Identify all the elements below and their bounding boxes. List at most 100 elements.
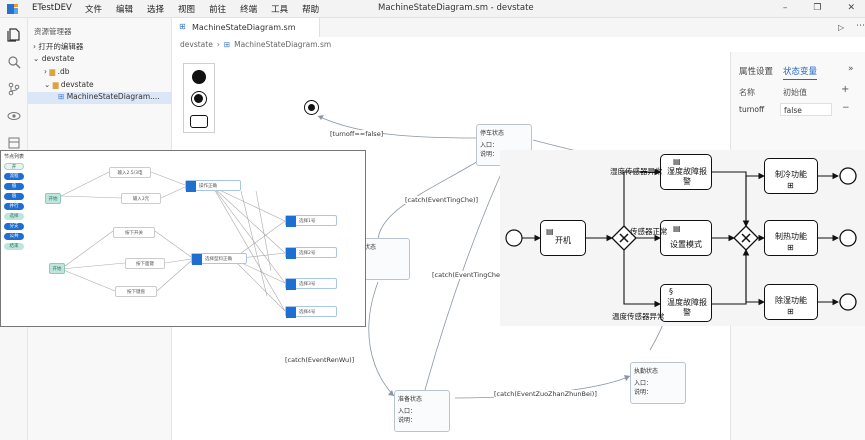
flow-note-node[interactable]: 按下开关 bbox=[113, 227, 155, 238]
state-node-duty[interactable]: 执勤状态 入口： 说明： bbox=[630, 362, 686, 404]
menu-tools[interactable]: 工具 bbox=[271, 5, 289, 15]
transition-label[interactable]: [turnoff==false] bbox=[330, 130, 384, 138]
search-icon[interactable] bbox=[7, 55, 21, 69]
bpmn-edges bbox=[505, 167, 857, 311]
palette-item[interactable]: 值 bbox=[4, 183, 24, 190]
table-icon: ▤ bbox=[673, 157, 681, 166]
extensions-icon[interactable] bbox=[7, 136, 21, 150]
breadcrumb-file[interactable]: MachineStateDiagram.sm bbox=[234, 40, 332, 49]
menu-help[interactable]: 帮助 bbox=[302, 5, 320, 15]
menu-select[interactable]: 选择 bbox=[147, 5, 165, 15]
palette-item[interactable]: 流程 bbox=[4, 173, 24, 180]
state-title: 执勤状态 bbox=[634, 368, 659, 375]
palette-item[interactable]: 并行 bbox=[4, 203, 24, 210]
explorer-title: 资源管理器 bbox=[34, 27, 72, 36]
bpmn-subprocess-heating[interactable]: 制热功能 ⊞ bbox=[764, 220, 818, 256]
bpmn-subprocess-dehumidify[interactable]: 除湿功能 ⊞ bbox=[764, 284, 818, 320]
flow-note-node[interactable]: 输入2.5/3电 bbox=[109, 167, 151, 178]
state-desc: 说明： bbox=[480, 151, 499, 158]
menu-view[interactable]: 视图 bbox=[178, 5, 196, 15]
file-machine-state-diagram[interactable]: ⊞ MachineStateDiagram.... bbox=[28, 92, 171, 104]
transition-label[interactable]: [catch(EventTingChe) bbox=[432, 271, 503, 279]
title-bar: ETestDEV 文件 编辑 选择 视图 前往 终端 工具 帮助 Machine… bbox=[0, 0, 865, 18]
menu-file[interactable]: 文件 bbox=[85, 5, 103, 15]
breadcrumb-folder[interactable]: devstate bbox=[180, 40, 213, 49]
state-node-ready[interactable]: 准备状态 入口： 说明： bbox=[394, 390, 450, 432]
bpmn-task-humidity-alarm[interactable]: ▤ 湿度故障报警 bbox=[660, 154, 712, 190]
state-desc: 说明： bbox=[398, 417, 417, 424]
tab-property-settings[interactable]: 属性设置 bbox=[739, 67, 774, 77]
palette-item[interactable]: 分支 bbox=[4, 223, 24, 230]
menu-go[interactable]: 前往 bbox=[209, 5, 227, 15]
menu-edit[interactable]: 编辑 bbox=[116, 5, 134, 15]
collapse-panel-icon[interactable]: » bbox=[848, 64, 854, 74]
close-icon[interactable]: ✕ bbox=[847, 3, 855, 13]
flow-note-node[interactable]: 输入3元 bbox=[121, 193, 161, 204]
expand-subprocess-icon[interactable]: ⊞ bbox=[787, 181, 794, 190]
palette-item[interactable]: 值 bbox=[4, 193, 24, 200]
folder-root-label: devstate bbox=[41, 54, 75, 63]
bpmn-task-set-mode[interactable]: ▤ 设置模式 bbox=[660, 220, 712, 256]
expand-subprocess-icon[interactable]: ⊞ bbox=[787, 243, 794, 252]
bpmn-task-power-on[interactable]: ▤ 开机 bbox=[540, 220, 586, 256]
files-icon[interactable] bbox=[7, 28, 21, 42]
flow-output-node[interactable]: 选择1号 bbox=[285, 215, 337, 227]
more-actions-icon[interactable]: ⋯ bbox=[856, 21, 865, 31]
bpmn-end-event[interactable] bbox=[839, 167, 857, 185]
flow-action-node[interactable]: 操作正确 bbox=[185, 180, 241, 192]
add-variable-icon[interactable]: + bbox=[841, 84, 850, 95]
flow-output-node[interactable]: 选择3号 bbox=[285, 278, 337, 290]
bpmn-end-event[interactable] bbox=[839, 293, 857, 311]
remove-variable-icon[interactable]: − bbox=[842, 103, 850, 113]
variable-value-field[interactable]: false bbox=[780, 103, 832, 116]
flow-note-node[interactable]: 按下面键 bbox=[125, 258, 165, 269]
initial-state-tool[interactable] bbox=[192, 70, 206, 84]
flow-start-node[interactable]: 开始 bbox=[49, 263, 65, 274]
minimize-icon[interactable]: – bbox=[782, 3, 788, 13]
transition-label[interactable]: [catch(EventTingChe)] bbox=[405, 196, 479, 204]
flow-output-node[interactable]: 选择4号 bbox=[285, 306, 337, 318]
transition-label[interactable]: [catch(EventZuoZhanZhunBei)] bbox=[494, 390, 597, 398]
eye-icon[interactable] bbox=[7, 109, 21, 123]
bpmn-end-event[interactable] bbox=[839, 229, 857, 247]
menu-bar: 文件 编辑 选择 视图 前往 终端 工具 帮助 bbox=[85, 3, 319, 15]
table-icon: ▤ bbox=[673, 224, 681, 233]
folder-devstate[interactable]: ⌄ ▆ devstate bbox=[44, 80, 94, 92]
folder-root[interactable]: ⌄ devstate bbox=[33, 54, 75, 66]
bpmn-task-label: 除湿功能 bbox=[775, 296, 807, 305]
state-title: 停车状态 bbox=[480, 130, 505, 137]
bpmn-start-event[interactable] bbox=[505, 229, 523, 247]
final-state-tool[interactable] bbox=[191, 91, 207, 107]
flow-output-node[interactable]: 选择2号 bbox=[285, 247, 337, 259]
bpmn-exclusive-gateway[interactable] bbox=[611, 225, 637, 251]
flow-note-node[interactable]: 按下键盘 bbox=[115, 286, 157, 297]
state-title: …状态 bbox=[358, 244, 377, 251]
variable-name-field[interactable]: turnoff bbox=[739, 105, 765, 114]
open-editors-section[interactable]: › 打开的编辑器 bbox=[33, 41, 83, 53]
flow-action-node[interactable]: 选择型料正确 bbox=[191, 253, 247, 265]
bpmn-subprocess-cooling[interactable]: 制冷功能 ⊞ bbox=[764, 158, 818, 194]
diagram-toolbox bbox=[183, 63, 215, 133]
menu-terminal[interactable]: 终端 bbox=[240, 5, 258, 15]
palette-item[interactable]: 选择 bbox=[4, 213, 24, 220]
tab-label: MachineStateDiagram.sm bbox=[192, 23, 296, 32]
flow-start-node[interactable]: 开始 bbox=[45, 193, 61, 204]
source-control-icon[interactable] bbox=[7, 82, 21, 96]
bpmn-task-temperature-alarm[interactable]: § 温度故障报警 bbox=[660, 284, 712, 322]
bpmn-exclusive-gateway[interactable] bbox=[733, 225, 759, 251]
state-tool[interactable] bbox=[190, 115, 208, 128]
final-state-node[interactable] bbox=[304, 100, 319, 115]
app-name: ETestDEV bbox=[32, 3, 72, 13]
state-entry: 入口： bbox=[634, 380, 653, 387]
run-icon[interactable]: ▷ bbox=[838, 23, 845, 32]
expand-subprocess-icon[interactable]: ⊞ bbox=[787, 307, 794, 316]
restore-icon[interactable]: ❐ bbox=[813, 3, 822, 13]
palette-item[interactable]: 公共 bbox=[4, 233, 24, 240]
palette-item[interactable]: 结束 bbox=[4, 243, 24, 250]
folder-devstate-label: devstate bbox=[60, 80, 94, 89]
tab-state-variables[interactable]: 状态变量 bbox=[783, 65, 818, 80]
palette-item[interactable]: 开 bbox=[4, 163, 24, 170]
tab-machine-state-diagram[interactable]: ⊞ MachineStateDiagram.sm bbox=[172, 18, 320, 37]
folder-db[interactable]: › ▆ .db bbox=[44, 67, 69, 79]
transition-label[interactable]: [catch(EventRenWu)] bbox=[285, 356, 355, 364]
